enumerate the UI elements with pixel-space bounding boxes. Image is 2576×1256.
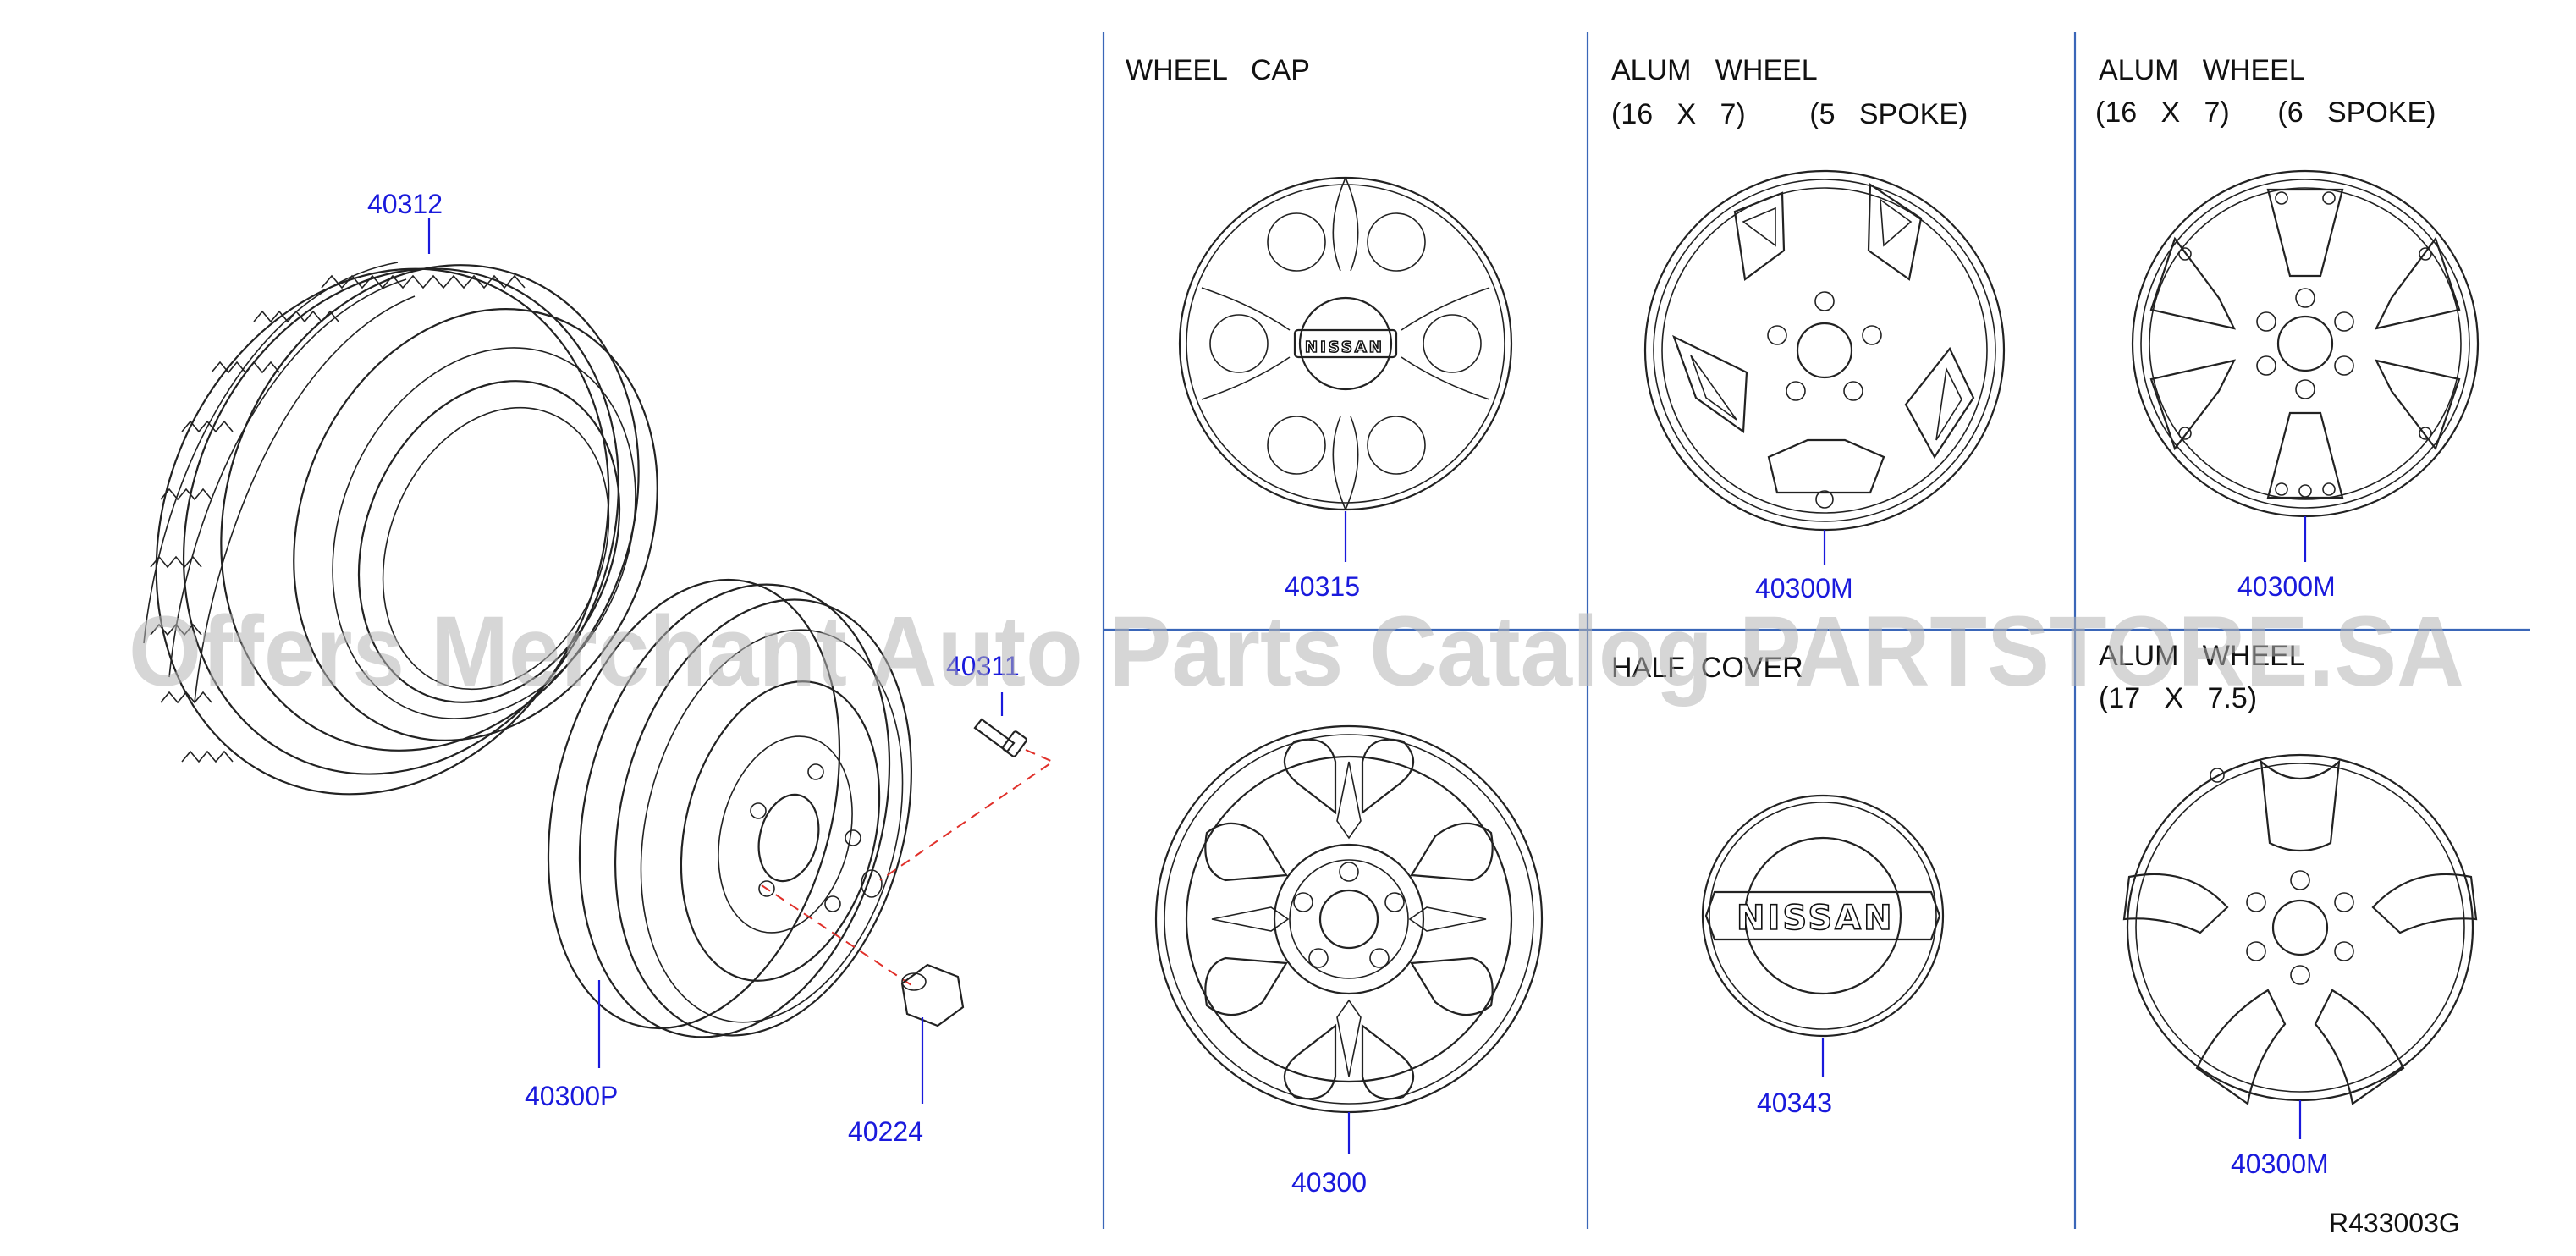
header-alum-17-line2: (17 X 7.5) (2099, 682, 2257, 714)
alum-wheel-6-spoke-illustration[interactable] (2131, 169, 2480, 518)
part-number-tire[interactable]: 40312 (367, 189, 443, 219)
part-number-hub-cover[interactable]: 40343 (1757, 1088, 1832, 1118)
header-alum-6-line2: (16 X 7) (6 SPOKE) (2095, 96, 2436, 129)
header-hub-cover: HALF COVER (1611, 652, 1803, 684)
part-number-nut[interactable]: 40224 (848, 1116, 923, 1147)
panel-dividers (1102, 32, 2530, 1229)
steel-wheel-illustration[interactable] (1154, 724, 1544, 1114)
lug-nut-illustration[interactable] (900, 963, 965, 1027)
alum-wheel-5-spoke-illustration[interactable] (1643, 169, 2006, 532)
header-alum-5-line2: (16 X 7) (5 SPOKE) (1611, 98, 1968, 130)
tire-illustration[interactable] (80, 201, 720, 863)
part-number-alum-5[interactable]: 40300M (1755, 573, 1853, 603)
cover-logo-text: NISSAN (1737, 899, 1895, 938)
bolt-dashed-guide (879, 749, 1055, 881)
diagram-reference-code: R433003G (2329, 1208, 2460, 1238)
header-alum-5-line1: ALUM WHEEL (1611, 54, 1818, 86)
part-number-alum-6[interactable]: 40300M (2237, 571, 2336, 602)
cap-logo-text: NISSAN (1305, 339, 1384, 356)
nut-dashed-guide (761, 884, 915, 988)
wheel-bolt-illustration[interactable] (973, 718, 1027, 757)
steel-spare-wheel-illustration[interactable] (504, 548, 955, 1070)
header-alum-17-line1: ALUM WHEEL (2099, 640, 2305, 672)
hub-cover-illustration[interactable] (1701, 794, 1945, 1038)
header-alum-6-line1: ALUM WHEEL (2099, 54, 2305, 86)
wheel-cap-illustration[interactable] (1178, 176, 1513, 511)
watermark-text: Offers Merchant Auto Parts Catalog PARTS… (129, 596, 2464, 708)
alum-wheel-17-illustration[interactable] (2122, 753, 2478, 1105)
part-number-wheel-cap[interactable]: 40315 (1285, 571, 1360, 602)
part-number-spare-wheel[interactable]: 40300P (525, 1081, 618, 1111)
part-number-bolt[interactable]: 40311 (946, 651, 1020, 681)
header-wheel-cap: WHEEL CAP (1126, 54, 1310, 86)
part-number-steel-wheel[interactable]: 40300 (1291, 1167, 1367, 1198)
part-number-alum-17[interactable]: 40300M (2231, 1149, 2329, 1179)
